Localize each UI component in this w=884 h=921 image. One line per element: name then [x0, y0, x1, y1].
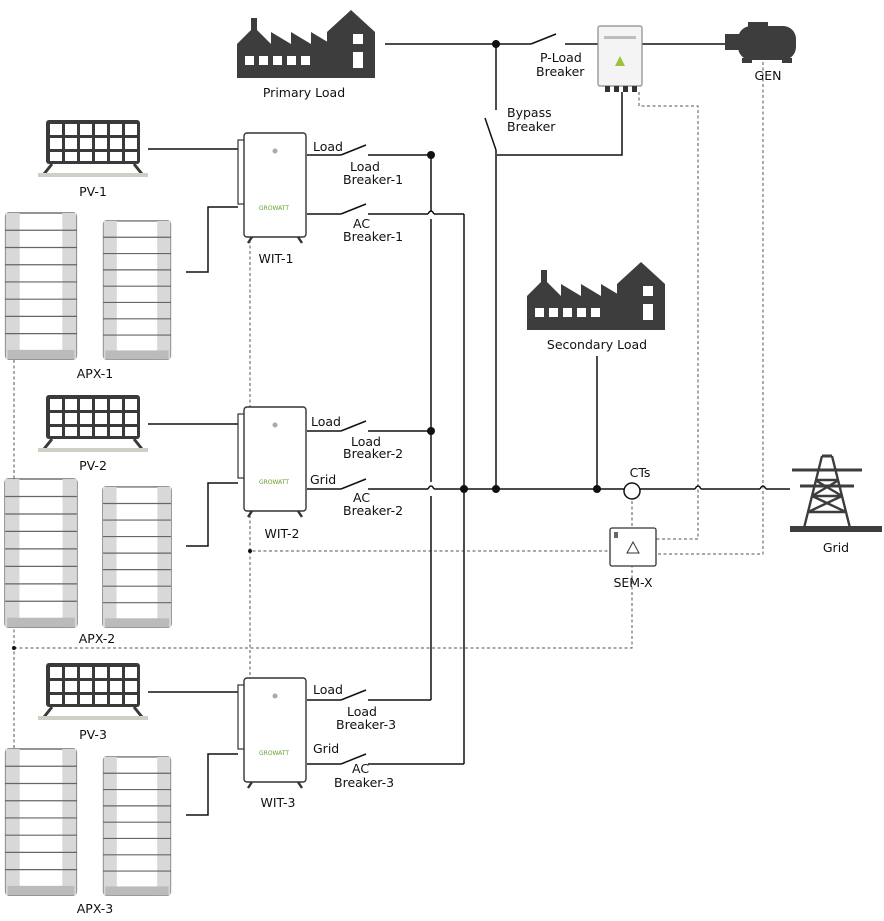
battery-stack-icon [102, 220, 172, 360]
solar-panel-icon [38, 661, 148, 721]
battery-stack-icon [4, 212, 78, 360]
ac-breaker-2-label-2: Breaker-2 [343, 503, 403, 518]
wit-1-label: WIT-1 [259, 251, 294, 266]
inverter-wit-3: GROWATT WIT-3 [237, 677, 307, 810]
load-breaker-3-label-2: Breaker-3 [336, 717, 396, 732]
solar-panel-icon [38, 393, 148, 453]
load-port-label: Load [313, 682, 343, 697]
apx-3-label: APX-3 [77, 901, 114, 916]
grid-label: Grid [823, 540, 849, 555]
primary-load-label: Primary Load [263, 85, 345, 100]
ct-sensor [623, 482, 641, 500]
junction-dots [12, 40, 601, 650]
load-breaker-2-label-1: Load [351, 434, 381, 449]
growatt-logo: GROWATT [259, 479, 289, 486]
ac-breaker-3-switch [340, 753, 367, 765]
ct-label: CTs [630, 465, 651, 480]
load-breaker-2-switch [340, 420, 367, 432]
p-load-breaker-label-2: Breaker [536, 64, 585, 79]
generator: GEN [725, 22, 796, 83]
growatt-logo: GROWATT [259, 205, 289, 212]
breaker-switches [340, 33, 557, 765]
warning-icon [626, 540, 640, 554]
load-port-label: Load [313, 139, 343, 154]
generator-label: GEN [755, 68, 782, 83]
grid-tower: Grid [790, 454, 882, 555]
ac-breaker-1-switch [340, 203, 367, 215]
group-2: PV-2 GROWATT WIT-2 Load Grid Load Breake… [4, 393, 403, 646]
ac-breaker-1-label-2: Breaker-1 [343, 229, 403, 244]
battery-stack-icon [4, 748, 78, 896]
load-breaker-1-switch [340, 144, 367, 156]
apx-1-label: APX-1 [77, 366, 114, 381]
ac-breaker-2-label-1: AC [353, 490, 370, 505]
pv-3-label: PV-3 [79, 727, 107, 742]
inverter-wit-1: GROWATT WIT-1 [237, 132, 307, 266]
ac-breaker-3-label-1: AC [352, 761, 369, 776]
factory-house-icon [527, 262, 665, 330]
load-breaker-1-label-1: Load [350, 159, 380, 174]
solar-panel-icon [38, 118, 148, 178]
wit-3-label: WIT-3 [261, 795, 296, 810]
load-breaker-3-switch [340, 689, 367, 701]
group-3: PV-3 GROWATT WIT-3 Load Grid Load Breake… [4, 661, 396, 916]
bypass-breaker-label-1: Bypass [507, 105, 552, 120]
pv-1-label: PV-1 [79, 184, 107, 199]
pv-2-label: PV-2 [79, 458, 107, 473]
inverter-wit-2: GROWATT WIT-2 [237, 406, 307, 541]
wire-crossovers [427, 210, 767, 490]
bypass-breaker-label-2: Breaker [507, 119, 556, 134]
load-port-label: Load [311, 414, 341, 429]
secondary-load-label: Secondary Load [547, 337, 647, 352]
battery-stack-icon [102, 486, 172, 628]
apx-2-label: APX-2 [79, 631, 116, 646]
factory-house-icon [237, 10, 375, 78]
battery-stack-icon [102, 756, 172, 896]
secondary-load: Secondary Load [527, 262, 665, 352]
p-load-breaker-label-1: P-Load [540, 50, 582, 65]
grid-port-label: Grid [310, 472, 336, 487]
ac-breaker-2-switch [340, 478, 367, 490]
wit-2-label: WIT-2 [265, 526, 300, 541]
primary-load: Primary Load [237, 10, 375, 100]
meter-label: SEM-X [613, 575, 653, 590]
load-breaker-3-label-1: Load [347, 704, 377, 719]
ac-breaker-1-label-1: AC [353, 216, 370, 231]
bypass-breaker-switch [484, 117, 497, 151]
group-1: PV-1 GROWATT WIT-1 Load Load Breaker-1 A… [4, 118, 403, 381]
warning-icon [615, 56, 625, 66]
ac-breaker-3-label-2: Breaker-3 [334, 775, 394, 790]
grid-port-label: Grid [313, 741, 339, 756]
load-breaker-2-label-2: Breaker-2 [343, 446, 403, 461]
smart-energy-meter: SEM-X CTs [609, 465, 657, 590]
p-load-breaker-switch [530, 33, 557, 45]
battery-stack-icon [4, 478, 78, 628]
load-center-box: P-Load Breaker [536, 25, 643, 92]
load-breaker-1-label-2: Breaker-1 [343, 172, 403, 187]
growatt-logo: GROWATT [259, 750, 289, 757]
